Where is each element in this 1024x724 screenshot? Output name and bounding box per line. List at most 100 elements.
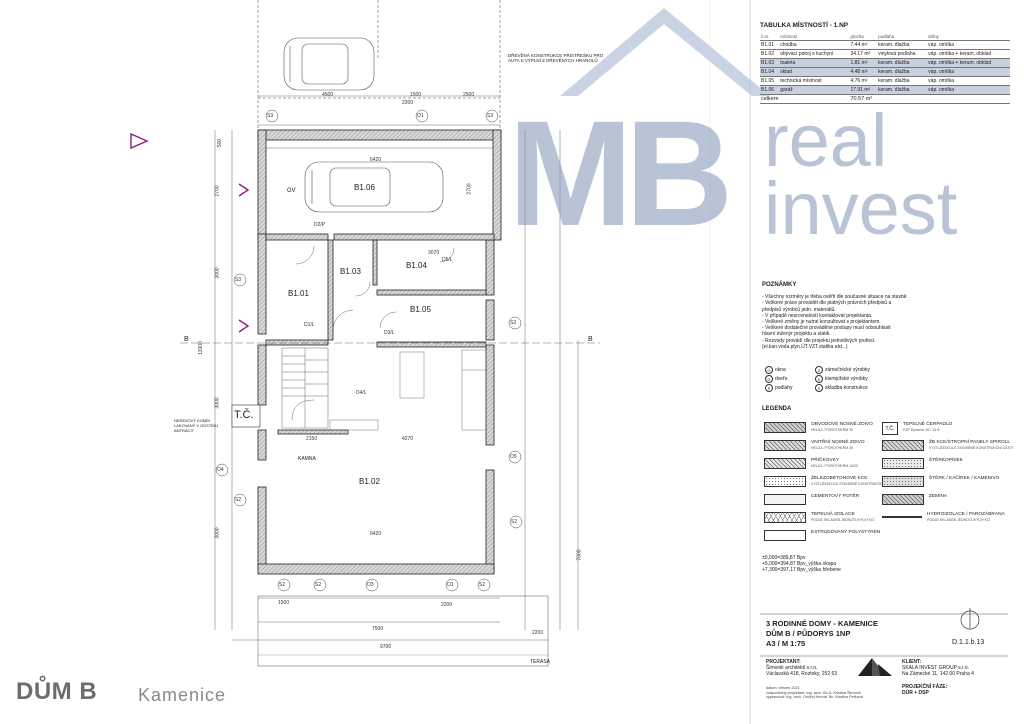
chimney-note: NEREZOVÝ KOMÍN LAKOVANÝ V ODSTÍNU ANTRAC… (174, 418, 219, 433)
table-cell: keram. dlažba (877, 58, 928, 68)
total-value: 70.57 m² (849, 94, 1010, 104)
logo-mb-text: MB (508, 89, 733, 257)
table-cell: keram. dlažba (877, 76, 928, 86)
marker-s: S3 (487, 113, 494, 119)
level-line: +5,000=394,87 Bpv_výška okapu (762, 561, 837, 567)
marker-s: S3 (510, 320, 517, 326)
marker-o: O1 (447, 582, 454, 588)
height-levels: ±0,000=389,87 Bpv +5,000=394,87 Bpv_výšk… (762, 555, 841, 573)
marker-s: S2 (479, 582, 486, 588)
legend-label: ŠTĚRKOPÍSEK (929, 458, 963, 463)
table-cell: váp. omítka (927, 67, 1010, 77)
dim-garage-side: 2700 (466, 183, 473, 195)
legend-swatch-icon (764, 512, 806, 523)
legend-item: ŠTĚRK / KAČÍREK / KAMENIVO (882, 476, 999, 487)
room-label: B1.02 (359, 477, 380, 486)
legend-sublabel: PODLE SKLADEB JEDNOTLIVÝCH KCÍ (811, 517, 875, 522)
drawing-credits: datum: březen 2021 zodpovědný projektant… (766, 686, 863, 700)
room-label: B1.01 (288, 289, 309, 298)
header-cell: podlaha (877, 32, 928, 41)
table-cell: 4.48 m² (849, 67, 878, 77)
legend-item: ZEMINA (882, 494, 947, 505)
legend-label: HYDROIZOLACE / PAROZÁBRANA (927, 512, 1005, 517)
room-table-title: TABULKA MÍSTNOSTÍ - 1.NP (760, 22, 849, 29)
marker-s: S3 (267, 113, 274, 119)
table-cell: obývací pokoj s kuchyní (779, 49, 850, 59)
client-line: SKALA INVEST GROUP s.r.o. (902, 665, 970, 671)
room-label: B1.04 (406, 261, 427, 270)
level-line: +7,300=397,17 Bpv_výška hřebene (762, 567, 841, 573)
note-line: - Rozvody provádí dle projektu jednotliv… (762, 337, 876, 344)
company-logo-icon (858, 658, 892, 676)
sheet-name: DŮM B / PŮDORYS 1NP (766, 629, 851, 638)
dim-side: 3000 (214, 527, 221, 539)
legend-label: EXTRUDOVANÝ POLYSTYREN (811, 530, 881, 535)
legend-sublabel: PODLE SKLADEB JEDNOTLIVÝCH KCÍ (927, 517, 991, 522)
sheet-scale: A3 / M 1:75 (766, 639, 806, 648)
marker-d: D3/L (384, 330, 395, 336)
legend-sublabel: HELUZ / POROTHERM 30 (811, 427, 854, 432)
dim-side: 3000 (214, 397, 221, 409)
total-label: celkem (760, 94, 850, 104)
dim-top: 2200 (402, 100, 414, 106)
project-name: 3 RODINNÉ DOMY - KAMENICE (766, 619, 878, 628)
note-line: - Veškeré změny je nutné konzultovat s p… (762, 319, 881, 326)
dim-side: 2700 (214, 185, 221, 197)
dim-garage: 6420 (370, 157, 382, 163)
table-cell: sklad (779, 67, 850, 77)
table-cell: 7.44 m² (849, 40, 878, 50)
abbreviation-label: dveře (775, 376, 788, 382)
note-line: (el.kan.voda.plyn.ÚT.VZT.statika atd...) (762, 343, 848, 350)
dim-store: 3070 (428, 250, 440, 256)
abbreviation-symbol-icon: S (815, 384, 823, 392)
table-cell: keram. dlažba (877, 40, 928, 50)
note-line: - Všechny rozměry je třeba ověřit dle so… (762, 294, 908, 301)
legend-item: ŠTĚRKOPÍSEK (882, 458, 963, 469)
level-line: ±0,000=389,87 Bpv (762, 555, 806, 561)
legend-label: TEPELNÁ IZOLACE (811, 512, 855, 517)
abbreviation-symbol-icon: D (765, 375, 773, 383)
legend-swatch-icon (882, 458, 924, 469)
abbreviation-symbol-icon: K (815, 375, 823, 383)
legend-sublabel: HELUZ / POROTHERM 25 (811, 445, 854, 450)
marker-o: O1 (417, 113, 424, 119)
legend-label: ŠTĚRK / KAČÍREK / KAMENIVO (929, 476, 1000, 481)
designer-line: Václavská 418, Roztoky, 252 63 (766, 671, 838, 677)
table-cell: váp. omítka (927, 85, 1010, 95)
room-label: B1.03 (340, 267, 361, 276)
table-cell: B1.06 (760, 85, 780, 95)
legend-item: EXTRUDOVANÝ POLYSTYREN (764, 530, 880, 541)
table-cell: toaleta (779, 58, 850, 68)
table-cell: technická místnost (779, 76, 850, 86)
gas-label: GV (287, 188, 296, 194)
legend-swatch-icon (882, 494, 924, 505)
marker-s: S3 (235, 277, 242, 283)
legend-swatch-icon (764, 458, 806, 469)
note-line: - Veškeré dodatečné prováděné postupy mu… (762, 325, 891, 332)
dim-side: 3000 (214, 267, 221, 279)
location-subtitle: Kamenice (138, 685, 227, 705)
dim-bottom: 1500 (278, 600, 290, 606)
table-cell: vinylová podlaha (877, 49, 928, 59)
legend-label: TEPELNÉ ČERPADLO (903, 422, 953, 427)
view-arrow-icon (130, 132, 250, 333)
stairs-icon (281, 347, 329, 429)
legend-sublabel: VYZTUŽENÍ DLE STAVEBNĚ KONSTRUKČNÍ ČÁSTI (929, 445, 1014, 450)
section-label-left: B (184, 336, 189, 343)
terrace-label: TERASA (530, 659, 551, 665)
abbreviation-label: zámečnické výrobky (825, 367, 871, 373)
marker-d: D1/L (304, 322, 315, 328)
legend-swatch-icon (764, 530, 806, 541)
abbreviation-label: podlahy (775, 385, 793, 391)
table-cell: B1.05 (760, 76, 780, 86)
